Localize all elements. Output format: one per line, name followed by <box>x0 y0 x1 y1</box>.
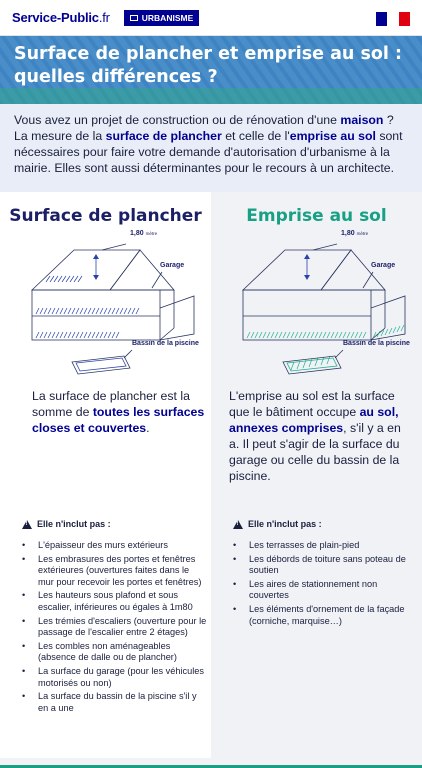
definition-text: La surface de plancher est la somme de t… <box>32 388 212 436</box>
list-item: L'épaisseur des murs extérieurs <box>22 540 207 552</box>
definition-text: L'emprise au sol est la surface que le b… <box>229 388 409 484</box>
warning-icon <box>22 519 32 529</box>
footer-stripe <box>0 765 422 768</box>
warning-icon <box>233 519 243 529</box>
pool-label: Bassin de la piscine <box>343 340 410 347</box>
intro-part: et celle de l' <box>221 129 290 143</box>
brand-suffix: .fr <box>98 10 110 25</box>
list-item: Les éléments d'ornement de la façade (co… <box>233 604 418 627</box>
house-diagram-footprint: 1,80 mètre Garage Bassin de la piscine <box>223 230 415 382</box>
badge-label: URBANISME <box>141 12 194 23</box>
list-item: Les débords de toiture sans poteau de so… <box>233 554 418 577</box>
exclusions-heading: Elle n'inclut pas : <box>22 519 111 529</box>
surface-plancher-column: Surface de plancher <box>0 192 211 758</box>
desc-part: . <box>146 421 150 435</box>
emprise-au-sol-column: Emprise au sol 1,80 mètre Garage Bas <box>211 192 422 758</box>
desc-part: La surface de plancher est la somme de <box>32 389 190 419</box>
list-item: Les embrasures des portes et fenêtres ex… <box>22 554 207 589</box>
exclusions-title: Elle n'inclut pas : <box>37 519 111 529</box>
top-bar: Service-Public.fr URBANISME <box>0 0 422 36</box>
list-item: La surface du bassin de la piscine s'il … <box>22 691 207 714</box>
exclusions-list: L'épaisseur des murs extérieurs Les embr… <box>22 540 207 716</box>
exclusions-list: Les terrasses de plain-pied Les débords … <box>233 540 418 629</box>
intro-bold-maison: maison <box>340 113 384 127</box>
category-badge: URBANISME <box>123 9 200 26</box>
pool-label: Bassin de la piscine <box>132 340 199 347</box>
page-title: Surface de plancher et emprise au sol : … <box>14 44 403 87</box>
list-item: Les terrasses de plain-pied <box>233 540 418 552</box>
exclusions-heading: Elle n'inclut pas : <box>233 519 322 529</box>
house-diagram-floor-area: 1,80 mètre Garage Bassin de la piscine <box>12 230 204 382</box>
column-title: Emprise au sol <box>246 206 387 226</box>
garage-label: Garage <box>371 262 396 269</box>
intro-part: Vous avez un projet de construction ou d… <box>14 113 341 127</box>
list-item: Les combles non aménageables (absence de… <box>22 641 207 664</box>
desc-part: L'emprise au sol est la surface que le b… <box>229 389 395 419</box>
height-unit: mètre <box>145 231 158 236</box>
building-icon <box>129 14 138 21</box>
intro-bold-emprise: emprise au sol <box>289 129 376 143</box>
column-title: Surface de plancher <box>9 206 202 226</box>
list-item: Les aires de stationnement non couvertes <box>233 579 418 602</box>
french-republic-flag-icon <box>376 12 410 26</box>
list-item: La surface du garage (pour les véhicules… <box>22 666 207 689</box>
garage-label: Garage <box>160 262 185 269</box>
height-value: 1,80 <box>341 230 355 237</box>
desc-bold: toutes les surfaces closes et couvertes <box>32 405 205 435</box>
list-item: Les hauteurs sous plafond et sous escali… <box>22 590 207 613</box>
desc-bold: au sol, annexes comprises <box>229 405 399 435</box>
desc-part: , s'il y a en a. Il peut s'agir de la su… <box>229 421 401 483</box>
footer-strip <box>0 758 422 768</box>
intro-bold-surface: surface de plancher <box>105 129 222 143</box>
hero-background <box>0 36 422 104</box>
brand-main: Service-Public <box>12 10 99 25</box>
hero-banner: Surface de plancher et emprise au sol : … <box>0 36 422 104</box>
intro-text: Vous avez un projet de construction ou d… <box>0 104 422 192</box>
height-value: 1,80 <box>130 230 144 237</box>
site-logo[interactable]: Service-Public.fr <box>12 10 110 25</box>
exclusions-title: Elle n'inclut pas : <box>248 519 322 529</box>
height-unit: mètre <box>356 231 369 236</box>
intro-part: sont nécessaires pour faire votre demand… <box>14 129 403 175</box>
list-item: Les trémies d'escaliers (ouverture pour … <box>22 616 207 639</box>
intro-part: ? La mesure de la <box>14 113 394 143</box>
